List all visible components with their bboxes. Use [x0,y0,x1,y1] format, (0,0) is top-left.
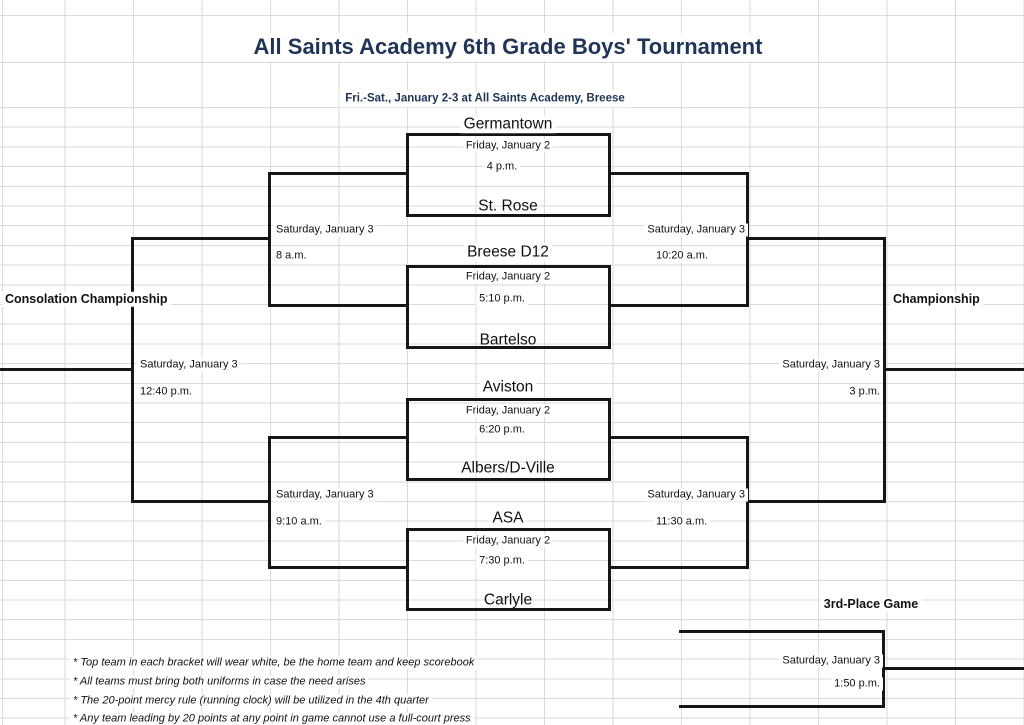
bracket-line [611,436,748,439]
round1-game2-box [406,265,611,349]
bracket-line [747,237,884,240]
consolation-final-date: Saturday, January 3 [137,358,241,372]
grid-row-line [0,62,1024,63]
third-place-date: Saturday, January 3 [779,654,883,668]
round1-game3-box [406,398,611,481]
bracket-line [611,566,748,569]
championship-final-time: 3 p.m. [846,385,883,399]
championship-semi2-date: Saturday, January 3 [644,488,748,502]
note-2: * All teams must bring both uniforms in … [70,675,369,689]
note-4: * Any team leading by 20 points at any p… [70,712,474,725]
bracket-line [679,630,885,633]
bracket-line [679,705,885,708]
consolation-semi1-time: 8 a.m. [273,249,310,263]
third-place-time: 1:50 p.m. [831,677,883,691]
round1-game4-box [406,528,611,611]
consolation-semi2-time: 9:10 a.m. [273,515,325,529]
team-bartelso: Bartelso [479,331,537,349]
bracket-line [747,500,884,503]
consolation-semi1-date: Saturday, January 3 [273,223,377,237]
championship-semi1-date: Saturday, January 3 [644,223,748,237]
round1-game1-box [406,133,611,217]
bracket-line [885,667,1024,670]
bracket-line [269,436,406,439]
bracket-line [269,304,406,307]
bracket-line [884,368,1024,371]
game4-date: Friday, January 2 [462,534,554,548]
game1-time: 4 p.m. [483,160,521,174]
bracket-line [882,630,885,708]
grid-row-line [0,15,1024,16]
bracket-line [133,500,269,503]
grid-col-line [2,0,3,725]
note-1: * Top team in each bracket will wear whi… [70,656,478,670]
game3-date: Friday, January 2 [462,404,554,418]
championship-final-date: Saturday, January 3 [779,358,883,372]
bracket-line [611,304,748,307]
team-aviston: Aviston [479,378,537,396]
game2-time: 5:10 p.m. [476,292,528,306]
bracket-line [268,172,271,307]
third-place-label: 3rd-Place Game [820,596,922,612]
game4-time: 7:30 p.m. [476,554,528,568]
championship-semi2-time: 11:30 a.m. [653,515,711,529]
game3-time: 6:20 p.m. [476,423,528,437]
note-3: * The 20-point mercy rule (running clock… [70,694,432,708]
team-albers-dville: Albers/D-Ville [461,459,555,477]
game2-date: Friday, January 2 [462,270,554,284]
consolation-semi2-date: Saturday, January 3 [273,488,377,502]
team-breese-d12: Breese D12 [464,243,552,261]
bracket-line [268,436,271,569]
bracket-line [0,368,134,371]
team-asa: ASA [489,509,527,527]
bracket-line [611,172,748,175]
page-subtitle: Fri.-Sat., January 2-3 at All Saints Aca… [339,91,631,107]
championship-semi1-time: 10:20 a.m. [653,249,711,263]
page-title: All Saints Academy 6th Grade Boys' Tourn… [243,33,773,61]
team-st-rose: St. Rose [478,197,538,215]
bracket-line [269,172,406,175]
game1-date: Friday, January 2 [462,139,554,153]
team-carlyle: Carlyle [483,591,533,609]
championship-label: Championship [890,291,983,307]
team-germantown: Germantown [460,115,556,133]
consolation-championship-label: Consolation Championship [2,291,171,307]
consolation-final-time: 12:40 p.m. [137,385,195,399]
bracket-line [269,566,406,569]
bracket-line [133,237,269,240]
